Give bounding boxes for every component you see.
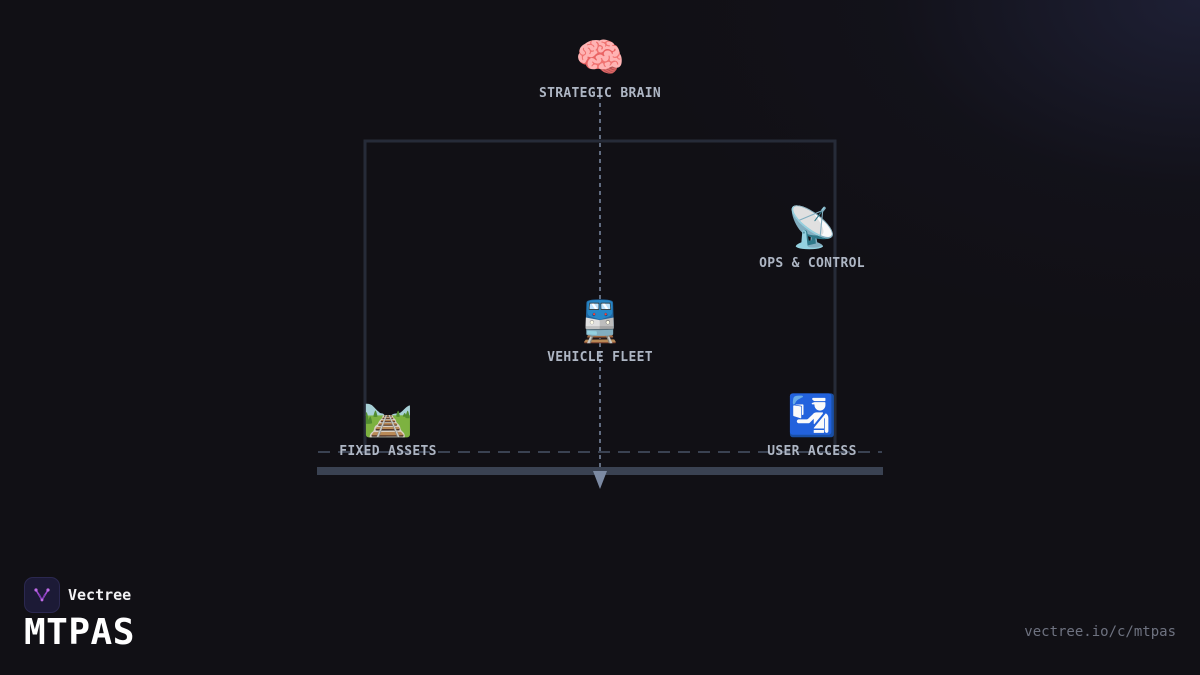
train-icon: 🚆 — [575, 299, 625, 345]
node-user-access: 🛂 USER ACCESS — [712, 392, 912, 459]
brain-icon: 🧠 — [575, 35, 625, 81]
satellite-antenna-icon: 📡 — [787, 205, 837, 251]
brand: Vectree — [24, 577, 131, 613]
node-strategic-brain: 🧠 STRATEGIC BRAIN — [500, 34, 700, 101]
passport-control-icon: 🛂 — [787, 393, 837, 439]
node-vehicle-fleet: 🚆 VEHICLE FLEET — [500, 298, 700, 365]
page-url[interactable]: vectree.io/c/mtpas — [1024, 624, 1176, 640]
railway-track-icon: 🛤️ — [363, 393, 413, 439]
node-label-user-access: USER ACCESS — [767, 444, 857, 459]
node-label-ops-control: OPS & CONTROL — [759, 256, 865, 271]
brand-name: Vectree — [68, 586, 132, 604]
page-title: MTPAS — [24, 612, 135, 653]
vectree-logo-icon — [24, 577, 60, 613]
frame-outline — [363, 139, 837, 455]
node-label-vehicle-fleet: VEHICLE FLEET — [547, 350, 653, 365]
node-label-strategic-brain: STRATEGIC BRAIN — [539, 86, 661, 101]
node-ops-control: 📡 OPS & CONTROL — [712, 204, 912, 271]
node-label-fixed-assets: FIXED ASSETS — [339, 444, 437, 459]
node-fixed-assets: 🛤️ FIXED ASSETS — [288, 392, 488, 459]
axis-arrow-head — [593, 471, 607, 489]
